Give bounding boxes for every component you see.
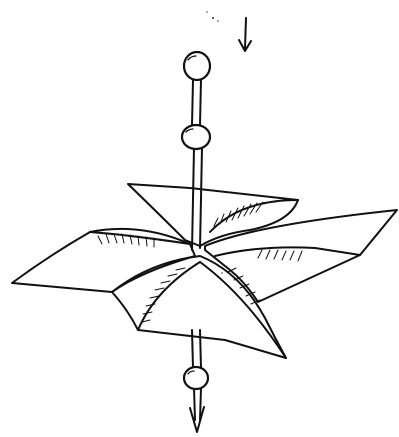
blade-right <box>205 210 397 302</box>
blade-top <box>128 184 298 246</box>
axle-arrow-tip <box>190 407 204 432</box>
down-arrow-icon <box>239 18 251 51</box>
pinwheel-blades <box>12 184 397 358</box>
top-bead <box>184 52 210 80</box>
blade-left <box>12 229 195 292</box>
middle-bead <box>182 125 210 149</box>
blade-front <box>112 256 286 358</box>
bottom-bead <box>184 367 208 389</box>
